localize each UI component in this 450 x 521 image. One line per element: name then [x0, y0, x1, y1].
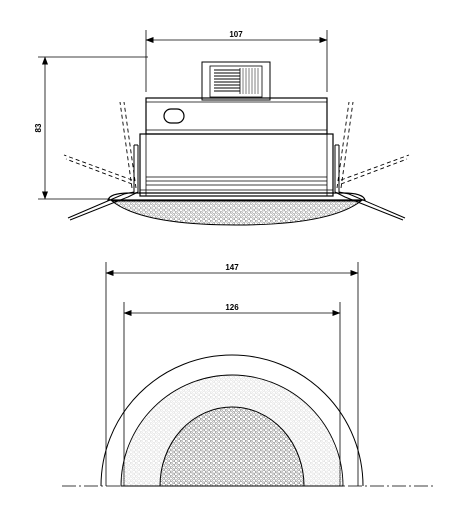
mounting-clip-right [334, 101, 410, 221]
dimension-label-126: 126 [225, 303, 239, 312]
dimension-inner-diameter: 126 [123, 302, 341, 486]
dimension-label-83: 83 [34, 123, 43, 132]
flange-lens [107, 192, 366, 226]
bottom-view: 147 126 [62, 262, 436, 487]
dimension-top-width: 107 [145, 30, 328, 92]
terminal-block [201, 61, 271, 101]
dimension-label-107: 107 [229, 30, 243, 39]
mounting-clip-left [63, 101, 139, 221]
housing-lower [139, 133, 334, 197]
dimension-height: 83 [34, 56, 148, 200]
led-window-icon [163, 108, 185, 124]
housing-upper [145, 97, 328, 135]
sensor-lens-mesh [159, 406, 305, 487]
dimension-label-147: 147 [225, 263, 239, 272]
outer-ring [100, 354, 364, 487]
side-view: 107 83 [34, 30, 410, 226]
